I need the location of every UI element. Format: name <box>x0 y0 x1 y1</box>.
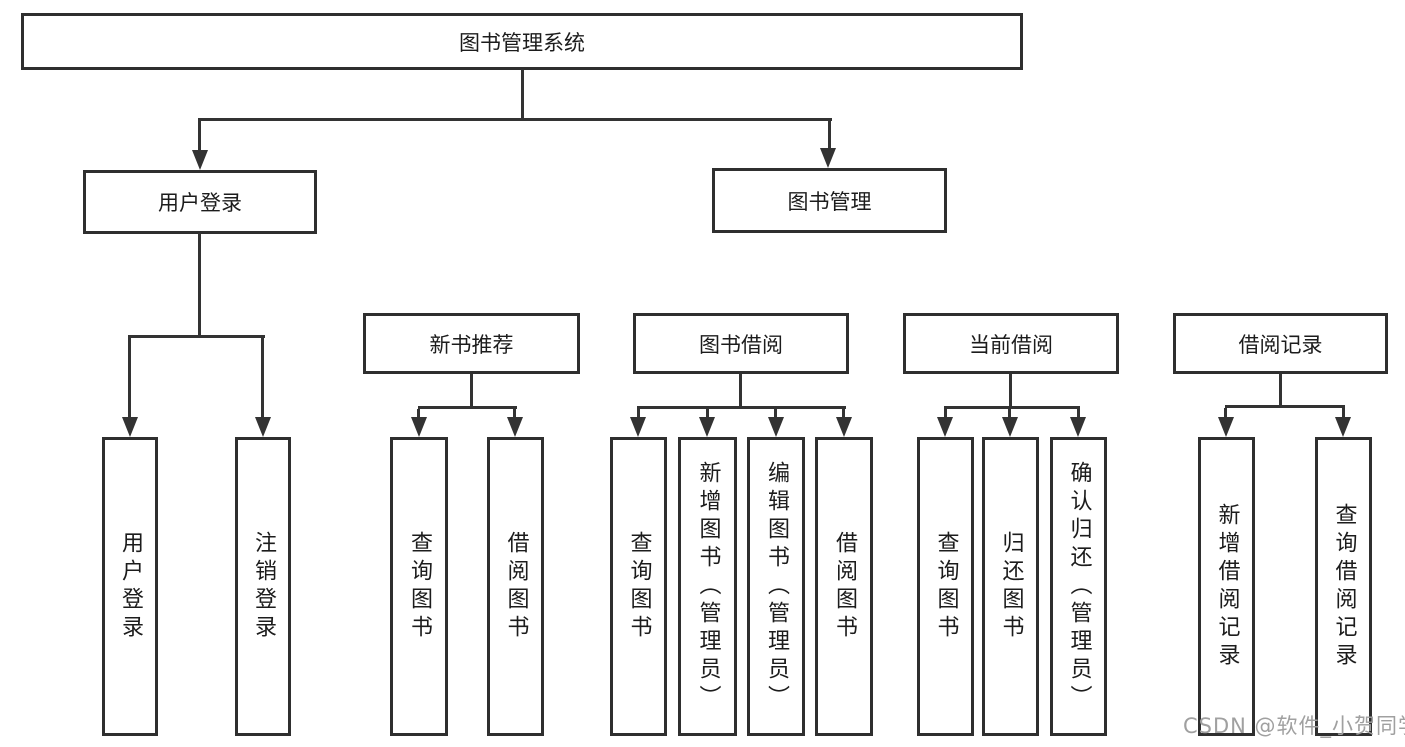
leaf-borrow-books: 借阅图书 <box>487 437 544 736</box>
connector-arrow-shaft <box>513 409 516 419</box>
node-current-borrowing: 当前借阅 <box>903 313 1119 374</box>
node-book-management: 图书管理 <box>712 168 947 233</box>
node-book-borrowing: 图书借阅 <box>633 313 849 374</box>
leaf-user-login: 用户登录 <box>102 437 158 736</box>
leaf-borrow-books: 借阅图书 <box>815 437 873 736</box>
leaf-edit-book-admin: 编辑图书（管理员） <box>747 437 805 736</box>
arrowhead-down <box>836 417 852 437</box>
connector-root-stem <box>521 69 524 121</box>
connector-arrow-shaft <box>944 409 947 419</box>
connector-arrow-shaft <box>828 121 831 150</box>
leaf-query-books: 查询图书 <box>390 437 448 736</box>
connector-arrow-shaft <box>1342 408 1345 419</box>
arrowhead-down <box>122 417 138 437</box>
connector-arrow-shaft <box>261 338 264 419</box>
node-user-login: 用户登录 <box>83 170 317 234</box>
arrowhead-down <box>699 417 715 437</box>
leaf-query-books: 查询图书 <box>917 437 974 736</box>
connector-newbook-stem <box>470 374 473 409</box>
connector-root-bus <box>198 118 832 121</box>
connector-newbook-bus <box>418 406 517 409</box>
arrowhead-down <box>411 417 427 437</box>
connector-borrow-bus <box>637 406 846 409</box>
leaf-add-book-admin: 新增图书（管理员） <box>678 437 737 736</box>
arrowhead-down <box>768 417 784 437</box>
arrowhead-down <box>630 417 646 437</box>
node-new-book-recommend: 新书推荐 <box>363 313 580 374</box>
connector-arrow-shaft <box>706 409 709 419</box>
connector-arrow-shaft <box>417 409 420 419</box>
leaf-return-book: 归还图书 <box>982 437 1039 736</box>
connector-arrow-shaft <box>128 338 131 419</box>
connector-login-stem <box>198 233 201 335</box>
arrowhead-down <box>1218 417 1234 437</box>
leaf-query-books: 查询图书 <box>610 437 667 736</box>
arrowhead-down <box>1002 417 1018 437</box>
leaf-logout: 注销登录 <box>235 437 291 736</box>
arrowhead-down <box>507 417 523 437</box>
connector-arrow-shaft <box>842 409 845 419</box>
connector-login-bus <box>128 335 265 338</box>
connector-records-stem <box>1279 374 1282 408</box>
csdn-watermark: CSDN @软件_小贺同学 <box>1183 714 1405 738</box>
node-borrow-records: 借阅记录 <box>1173 313 1388 374</box>
connector-current-bus <box>944 406 1080 409</box>
arrowhead-down <box>937 417 953 437</box>
arrowhead-down <box>820 148 836 168</box>
leaf-confirm-return-admin: 确认归还（管理员） <box>1050 437 1107 736</box>
leaf-query-borrow-record: 查询借阅记录 <box>1315 437 1372 736</box>
connector-arrow-shaft <box>1008 409 1011 419</box>
arrowhead-down <box>1070 417 1086 437</box>
arrowhead-down <box>255 417 271 437</box>
node-library-system: 图书管理系统 <box>21 13 1023 70</box>
leaf-add-borrow-record: 新增借阅记录 <box>1198 437 1255 736</box>
arrowhead-down <box>192 150 208 170</box>
connector-arrow-shaft <box>774 409 777 419</box>
connector-arrow-shaft <box>637 409 640 419</box>
connector-arrow-shaft <box>1077 409 1080 419</box>
arrowhead-down <box>1335 417 1351 437</box>
connector-current-stem <box>1009 374 1012 409</box>
connector-records-bus <box>1225 405 1345 408</box>
connector-arrow-shaft <box>1224 408 1227 419</box>
connector-borrow-stem <box>739 374 742 409</box>
connector-arrow-shaft <box>198 121 201 152</box>
